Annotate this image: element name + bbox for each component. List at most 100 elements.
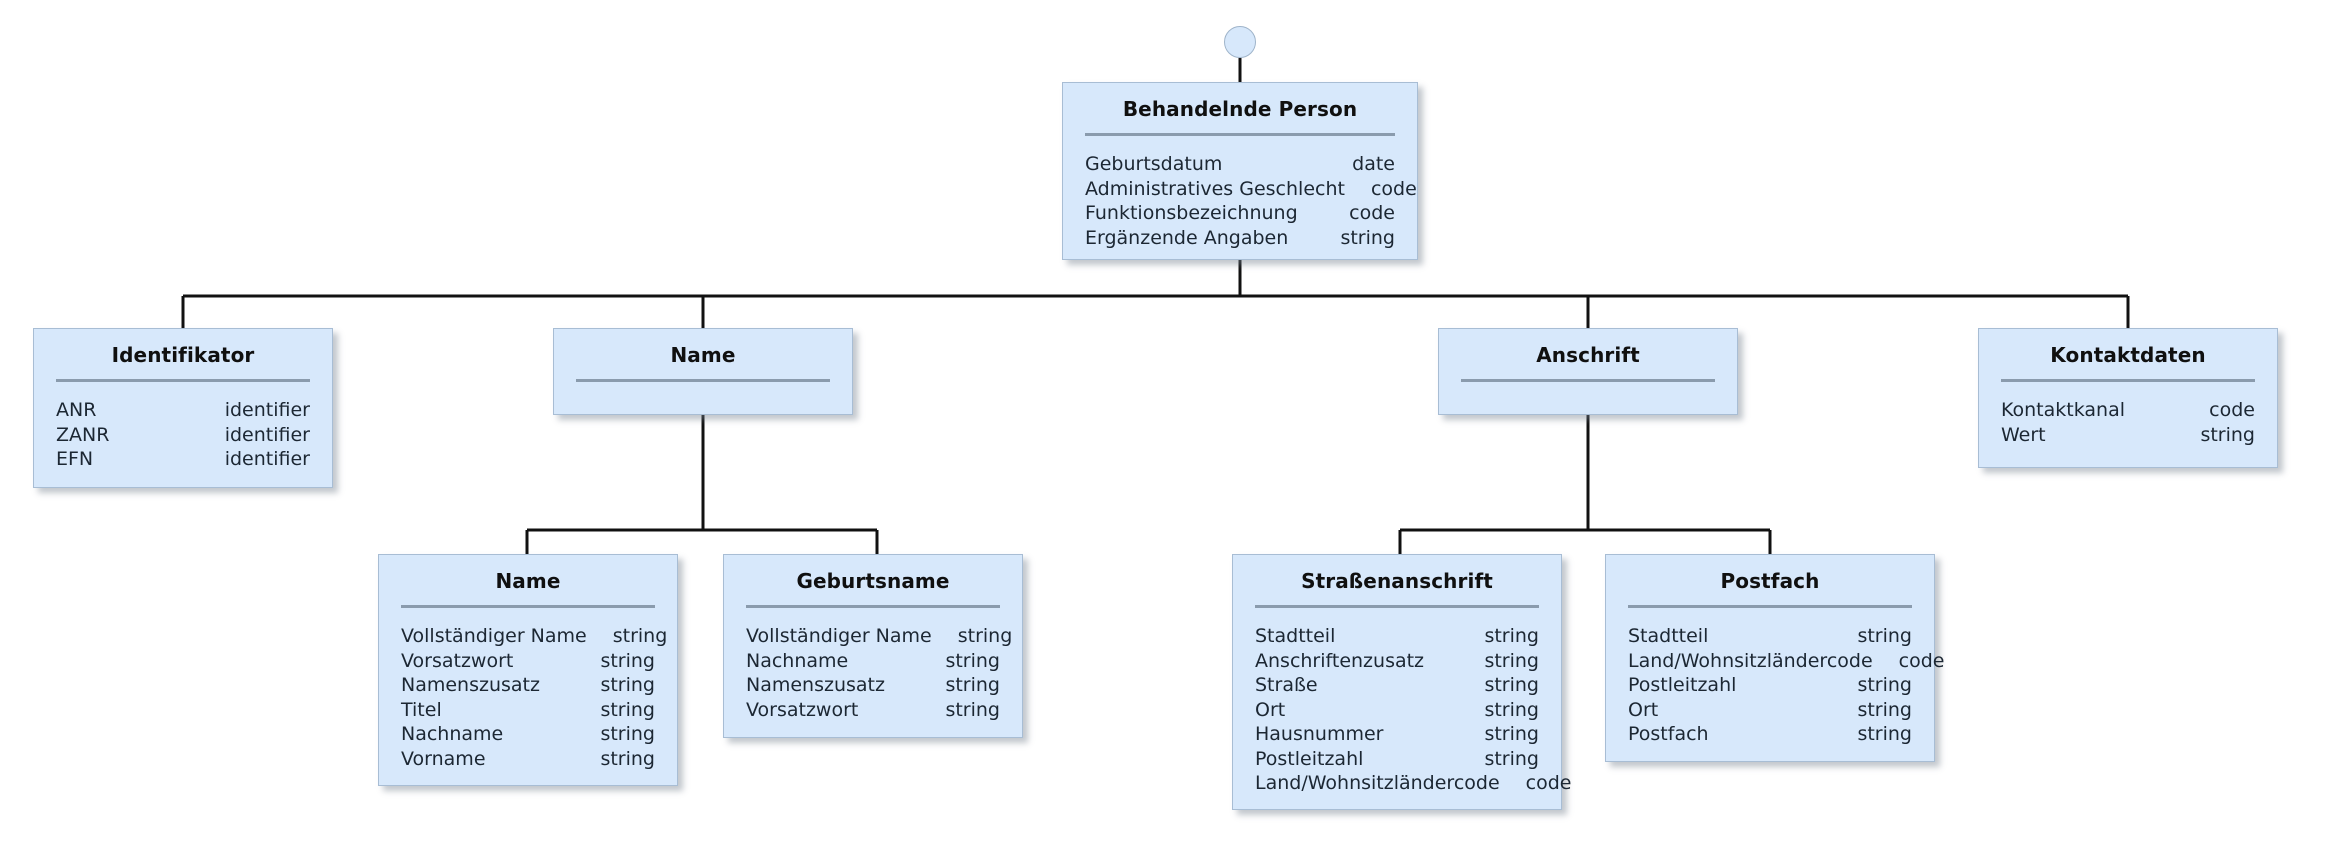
attribute-name: Nachname [746,649,849,672]
attribute-type: string [600,747,655,770]
attribute-type: string [1857,674,1912,696]
attribute-name: Vorsatzwort [746,698,859,721]
attribute-row: Nachname string [746,649,1000,674]
class-title: Postfach [1720,569,1820,593]
attribute-type: identifier [224,448,310,470]
attribute-row: Postleitzahl string [1255,747,1539,772]
attribute-name: Namenszusatz [401,674,540,696]
attribute-type: string [1857,698,1912,721]
title-divider [576,379,830,382]
attribute-type: string [1484,747,1539,770]
class-title: Behandelnde Person [1122,97,1358,121]
attribute-type: date [1352,153,1395,175]
attribute-name: Vollständiger Name [746,625,932,647]
attribute-row: Nachname string [401,722,655,747]
attribute-name: Administratives Geschlecht [1085,177,1345,200]
attribute-name: Nachname [401,723,504,745]
title-divider [746,605,1000,608]
attribute-row: Hausnummer string [1255,722,1539,747]
class-title: Name [495,569,561,593]
attribute-type: string [600,723,655,745]
attribute-name: Vollständiger Name [401,625,587,647]
root-anchor-circle-icon [1224,26,1256,58]
attribute-name: ZANR [56,423,110,446]
attribute-type: code [2209,399,2255,421]
attribute-type: string [1484,625,1539,647]
attribute-type: string [600,698,655,721]
attribute-name: Land/Wohnsitzländercode [1255,772,1500,794]
attribute-name: Namenszusatz [746,674,885,696]
attribute-type: string [600,674,655,696]
attribute-name: ANR [56,399,97,421]
attribute-type: string [600,649,655,672]
class-title: Identifikator [111,343,255,367]
title-divider [1255,605,1539,608]
class-title: Straßenanschrift [1301,569,1493,593]
class-title: Kontaktdaten [2050,343,2206,367]
class-title: Geburtsname [796,569,950,593]
title-divider [401,605,655,608]
uml-class-anschrift-group[interactable]: Anschrift [1438,328,1738,415]
attribute-type: identifier [224,423,310,446]
attribute-type: string [957,625,1013,647]
attribute-type: string [612,625,668,647]
attribute-type: string [945,649,1000,672]
attribute-type: string [945,674,1000,696]
attribute-list [554,382,852,412]
attribute-row: ZANR identifier [56,423,310,448]
attribute-type: string [1484,674,1539,696]
attribute-row: Geburtsdatum date [1085,152,1395,177]
attribute-name: Vorname [401,747,486,770]
attribute-row: Vollständiger Name string [746,624,1012,649]
attribute-type: string [945,698,1000,721]
class-title: Anschrift [1536,343,1640,367]
attribute-row: Namenszusatz string [401,673,655,698]
attribute-type: code [1898,649,1945,672]
title-divider [1461,379,1715,382]
attribute-row: Administratives Geschlecht code [1085,177,1417,202]
attribute-row: Land/Wohnsitzländercode code [1255,771,1571,796]
class-title: Name [670,343,736,367]
attribute-name: Hausnummer [1255,723,1384,745]
uml-class-identifikator[interactable]: Identifikator ANR identifier ZANR identifie… [33,328,333,488]
attribute-type: code [1525,772,1572,794]
attribute-name: Postfach [1628,723,1709,745]
attribute-row: Ort string [1255,698,1539,723]
attribute-row: Namenszusatz string [746,673,1000,698]
uml-class-name-group[interactable]: Name [553,328,853,415]
attribute-type: code [1370,177,1417,200]
attribute-type: string [1484,723,1539,745]
attribute-list [1439,382,1737,412]
attribute-name: Geburtsdatum [1085,153,1223,175]
attribute-row: Vorsatzwort string [401,649,655,674]
title-divider [2001,379,2255,382]
attribute-name: Ort [1628,698,1659,721]
attribute-name: Kontaktkanal [2001,399,2126,421]
attribute-row: Vorsatzwort string [746,698,1000,723]
attribute-name: Stadtteil [1255,625,1336,647]
attribute-name: Anschriftenzusatz [1255,649,1425,672]
attribute-name: Funktionsbezeichnung [1085,202,1298,224]
attribute-row: Stadtteil string [1255,624,1539,649]
attribute-name: Postleitzahl [1255,747,1364,770]
attribute-name: Vorsatzwort [401,649,514,672]
attribute-name: Ort [1255,698,1286,721]
attribute-type: string [1484,698,1539,721]
